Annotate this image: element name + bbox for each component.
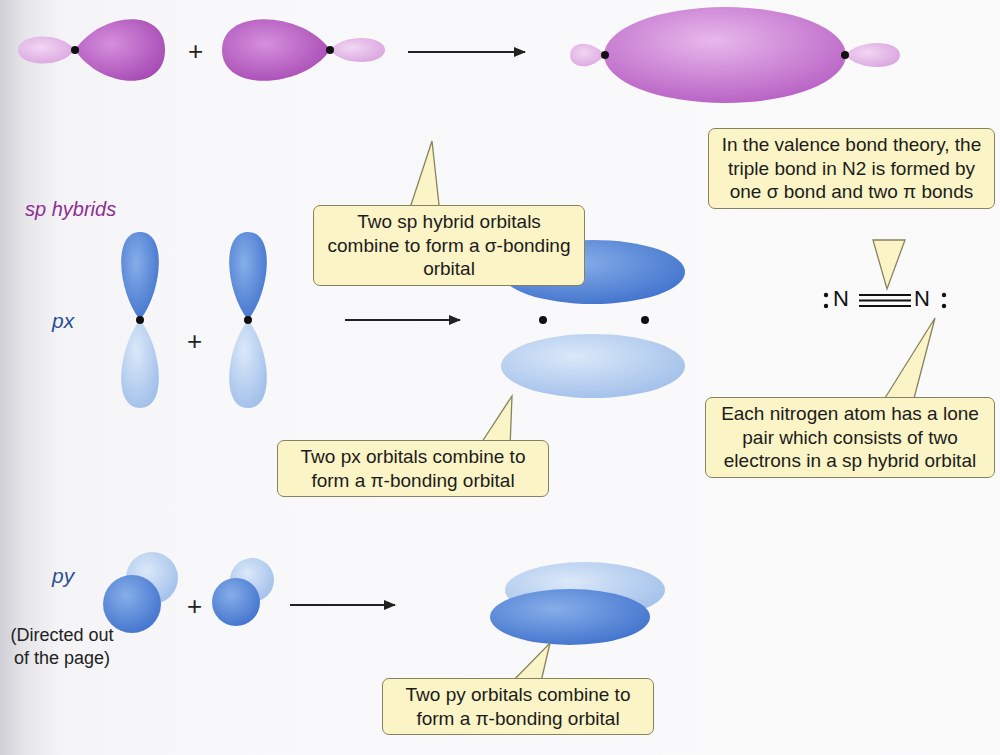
sp-hybrid-orbitals	[18, 7, 900, 103]
callout-box: Two sp hybrid orbitals combine to form a…	[313, 205, 585, 286]
callout-box: In the valence bond theory, the triple b…	[708, 128, 995, 209]
diagram-label: N	[914, 286, 930, 312]
diagram-label: py	[52, 564, 74, 588]
callout-box: Each nitrogen atom has a lone pair which…	[705, 397, 995, 478]
diagram-label: (Directed out of the page)	[2, 624, 122, 669]
callout-text: Each nitrogen atom has a lone pair which…	[714, 402, 986, 473]
callout-box: Two px orbitals combine to form a π-bond…	[277, 440, 549, 497]
diagram-label: +	[187, 326, 202, 357]
diagram-label: N	[833, 286, 849, 312]
diagram-label: +	[187, 591, 202, 622]
diagram-label: sp hybrids	[25, 198, 116, 221]
diagram-label: +	[188, 36, 203, 67]
diagram-label: px	[52, 309, 74, 333]
callout-box: Two py orbitals combine to form a π-bond…	[382, 678, 654, 735]
callout-text: Two px orbitals combine to form a π-bond…	[286, 445, 540, 492]
callout-text: Two py orbitals combine to form a π-bond…	[391, 683, 645, 730]
callout-text: Two sp hybrid orbitals combine to form a…	[322, 210, 576, 281]
callout-text: In the valence bond theory, the triple b…	[717, 133, 986, 204]
py-orbitals	[103, 552, 665, 645]
